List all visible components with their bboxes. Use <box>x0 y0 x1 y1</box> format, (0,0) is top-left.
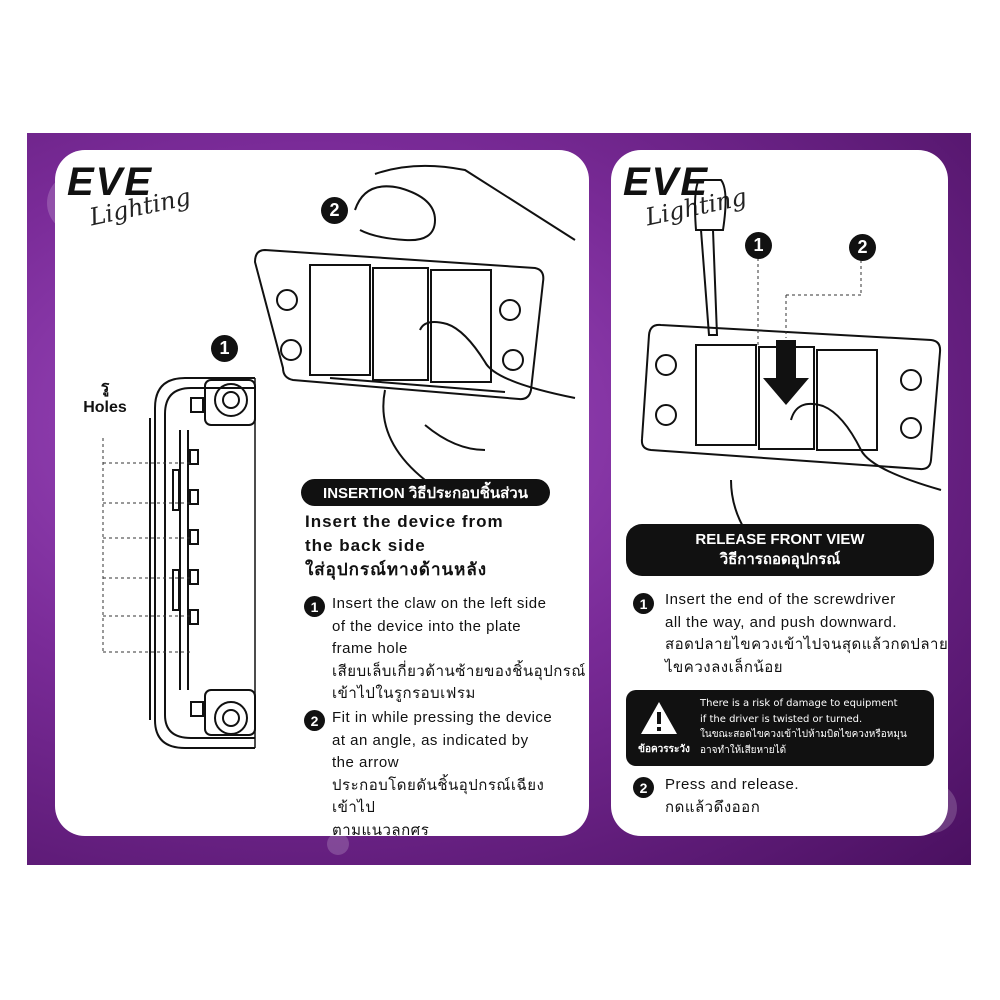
step-2-line: the arrow <box>332 754 400 771</box>
release-step-1-text: Insert the end of the screwdriver all th… <box>665 589 948 679</box>
holes-label: รู Holes <box>75 378 135 418</box>
heading-line-2: the back side <box>305 536 426 555</box>
release-step-1-line: ไขควงลงเล็กน้อย <box>665 658 784 676</box>
release-step-1-line: Insert the end of the screwdriver <box>665 591 896 608</box>
step-1-line: เสียบเล็บเกี่ยวด้านซ้ายของชิ้นอุปกรณ์ <box>332 662 586 680</box>
warning-triangle-icon <box>641 702 677 734</box>
warning-line: ในขณะสอดไขควงเข้าไปห้ามบิดไขควงหรือหมุน <box>700 729 907 740</box>
step-1-number-badge: 1 <box>304 596 325 617</box>
release-step-1-line: สอดปลายไขควงเข้าไปจนสุดแล้วกดปลาย <box>665 636 948 653</box>
step-2-line: Fit in while pressing the device <box>332 709 553 726</box>
step-2-diagram-marker: 2 <box>321 197 348 224</box>
step-2-number-badge: 2 <box>304 710 325 731</box>
warning-box: ข้อควรระวัง There is a risk of damage to… <box>626 690 934 766</box>
step-2-text: Fit in while pressing the device at an a… <box>332 707 587 836</box>
heading-line-1: Insert the device from <box>305 512 504 531</box>
screwdriver-marker-1: 1 <box>745 232 772 259</box>
step-1-line: frame hole <box>332 640 408 657</box>
insertion-card: EVE Lighting <box>55 150 589 836</box>
release-step-2-line: Press and release. <box>665 776 800 793</box>
step-1-diagram-marker: 1 <box>211 335 238 362</box>
step-2-line: at an angle, as indicated by <box>332 731 529 749</box>
warning-line: There is a risk of damage to equipment <box>700 698 898 709</box>
insertion-heading: Insert the device from the back side ใส่… <box>305 510 585 582</box>
eve-lighting-logo: EVE Lighting <box>67 160 193 232</box>
step-2-line: ประกอบโดยดันชิ้นอุปกรณ์เฉียงเข้าไป <box>332 776 545 817</box>
heading-line-3-thai: ใส่อุปกรณ์ทางด้านหลัง <box>305 560 488 579</box>
step-1-line: เข้าไปในรูกรอบเฟรม <box>332 685 476 702</box>
warning-line: if the driver is twisted or turned. <box>700 713 863 725</box>
warning-label: ข้อควรระวัง <box>638 744 690 755</box>
logo-eve-text: EVE <box>623 160 710 204</box>
release-card: EVE Lighting 1 2 RELEASE FRONT VIEW วิธี… <box>611 150 948 836</box>
holes-label-english: Holes <box>83 399 127 416</box>
release-step-2-text: Press and release. กดแล้วดึงออก <box>665 774 945 819</box>
release-step-1-line: all the way, and push downward. <box>665 613 898 631</box>
step-1-line: of the device into the plate <box>332 617 522 635</box>
step-2-line: ตามแนวลูกศร <box>332 821 430 837</box>
press-marker-2: 2 <box>849 234 876 261</box>
step-1-line: Insert the claw on the left side <box>332 595 547 612</box>
warning-line: อาจทำให้เสียหายได้ <box>700 744 787 756</box>
release-step-2-line: กดแล้วดึงออก <box>665 798 761 816</box>
logo-eve-text: EVE <box>67 160 154 204</box>
release-step-1-badge: 1 <box>633 593 654 614</box>
release-title-thai: วิธีการถอดอุปกรณ์ <box>719 551 841 568</box>
release-step-2-badge: 2 <box>633 777 654 798</box>
insertion-title-pill: INSERTION วิธีประกอบชิ้นส่วน <box>301 479 550 506</box>
step-1-text: Insert the claw on the left side of the … <box>332 593 587 706</box>
eve-lighting-logo: EVE Lighting <box>623 160 749 232</box>
holes-label-thai: รู <box>100 379 110 396</box>
release-title-pill: RELEASE FRONT VIEW วิธีการถอดอุปกรณ์ <box>626 524 934 576</box>
warning-text: There is a risk of damage to equipment i… <box>700 696 930 758</box>
release-title-english: RELEASE FRONT VIEW <box>695 531 865 548</box>
plate-frame-side-diagram-illustration <box>102 164 576 749</box>
